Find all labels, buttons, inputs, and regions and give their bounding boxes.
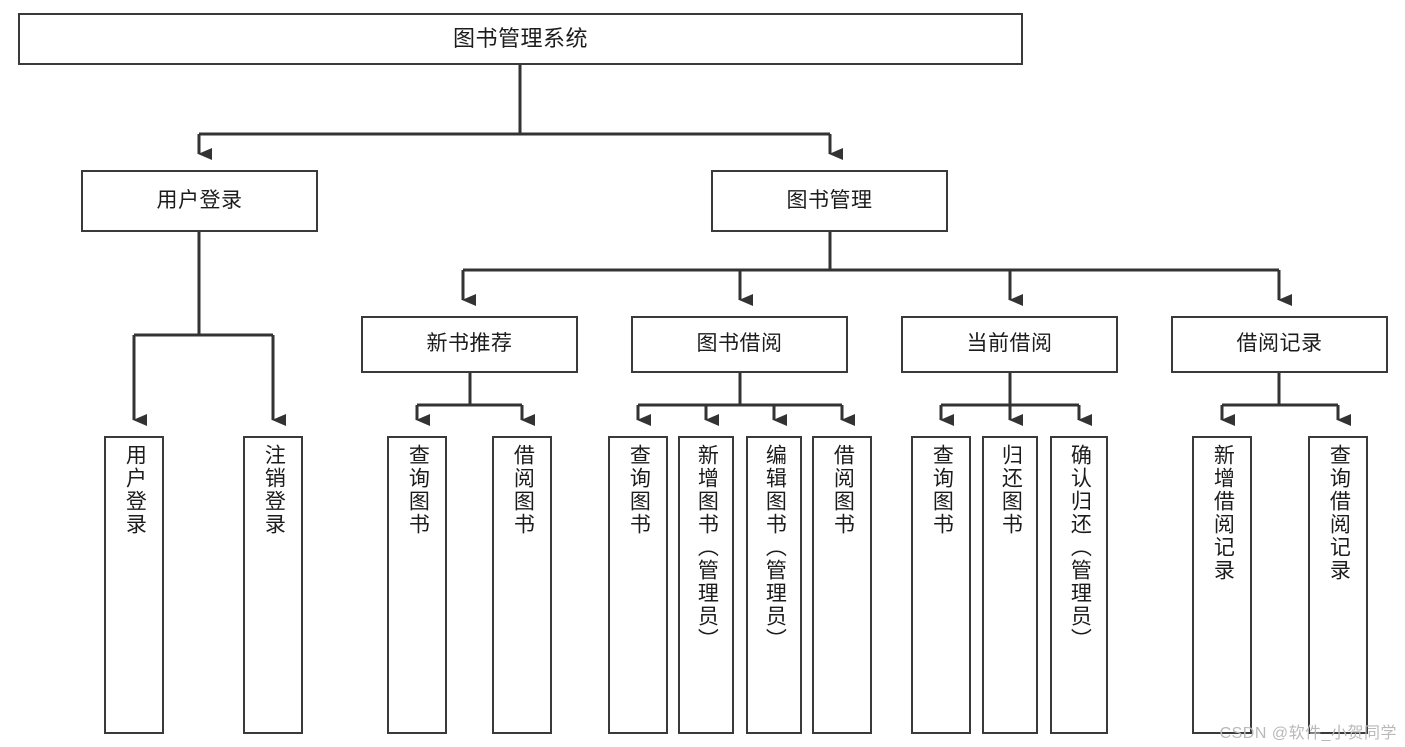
node-label: 确认归还（管理员） bbox=[1068, 444, 1092, 651]
leaf-add-book-admin[interactable]: 新增图书（管理员） bbox=[678, 436, 734, 734]
node-label: 图书借阅 bbox=[696, 332, 783, 356]
leaf-borrow-book-borrowing[interactable]: 借阅图书 bbox=[812, 436, 872, 734]
node-book-borrowing[interactable]: 图书借阅 bbox=[631, 316, 848, 373]
node-label: 用户登录 bbox=[156, 188, 243, 212]
leaf-query-borrow-record[interactable]: 查询借阅记录 bbox=[1308, 436, 1368, 734]
leaf-query-book-borrowing[interactable]: 查询图书 bbox=[608, 436, 668, 734]
node-label: 查询图书 bbox=[406, 444, 430, 536]
node-label: 借阅图书 bbox=[831, 444, 855, 536]
node-label: 新增图书（管理员） bbox=[695, 444, 719, 651]
leaf-return-book[interactable]: 归还图书 bbox=[982, 436, 1038, 734]
csdn-watermark: CSDN @软件_小贺同学 bbox=[1219, 725, 1397, 742]
node-label: 查询图书 bbox=[627, 444, 651, 536]
node-label: 借阅图书 bbox=[511, 444, 535, 536]
leaf-logout[interactable]: 注销登录 bbox=[243, 436, 303, 734]
node-label: 新书推荐 bbox=[426, 332, 513, 356]
leaf-edit-book-admin[interactable]: 编辑图书（管理员） bbox=[746, 436, 802, 734]
node-label: 归还图书 bbox=[999, 444, 1023, 536]
node-label: 当前借阅 bbox=[966, 332, 1053, 356]
leaf-borrow-book-newbook[interactable]: 借阅图书 bbox=[492, 436, 552, 734]
node-label: 图书管理 bbox=[786, 188, 873, 212]
leaf-query-book-newbook[interactable]: 查询图书 bbox=[387, 436, 447, 734]
node-label: 编辑图书（管理员） bbox=[763, 444, 787, 651]
node-new-book-recommendation[interactable]: 新书推荐 bbox=[361, 316, 578, 373]
node-label: 借阅记录 bbox=[1236, 332, 1323, 356]
node-label: 查询图书 bbox=[930, 444, 954, 536]
node-label: 注销登录 bbox=[262, 444, 286, 536]
leaf-confirm-return-admin[interactable]: 确认归还（管理员） bbox=[1050, 436, 1108, 734]
node-user-login[interactable]: 用户登录 bbox=[81, 170, 318, 232]
leaf-user-login[interactable]: 用户登录 bbox=[104, 436, 164, 734]
node-label: 图书管理系统 bbox=[452, 26, 588, 52]
leaf-query-book-current[interactable]: 查询图书 bbox=[911, 436, 971, 734]
node-book-management[interactable]: 图书管理 bbox=[711, 170, 948, 232]
node-label: 新增借阅记录 bbox=[1211, 444, 1235, 582]
node-current-borrowing[interactable]: 当前借阅 bbox=[901, 316, 1118, 373]
node-label: 用户登录 bbox=[123, 444, 147, 536]
node-root-system[interactable]: 图书管理系统 bbox=[18, 13, 1023, 65]
node-borrowing-records[interactable]: 借阅记录 bbox=[1171, 316, 1388, 373]
node-label: 查询借阅记录 bbox=[1327, 444, 1351, 582]
leaf-add-borrow-record[interactable]: 新增借阅记录 bbox=[1192, 436, 1252, 734]
